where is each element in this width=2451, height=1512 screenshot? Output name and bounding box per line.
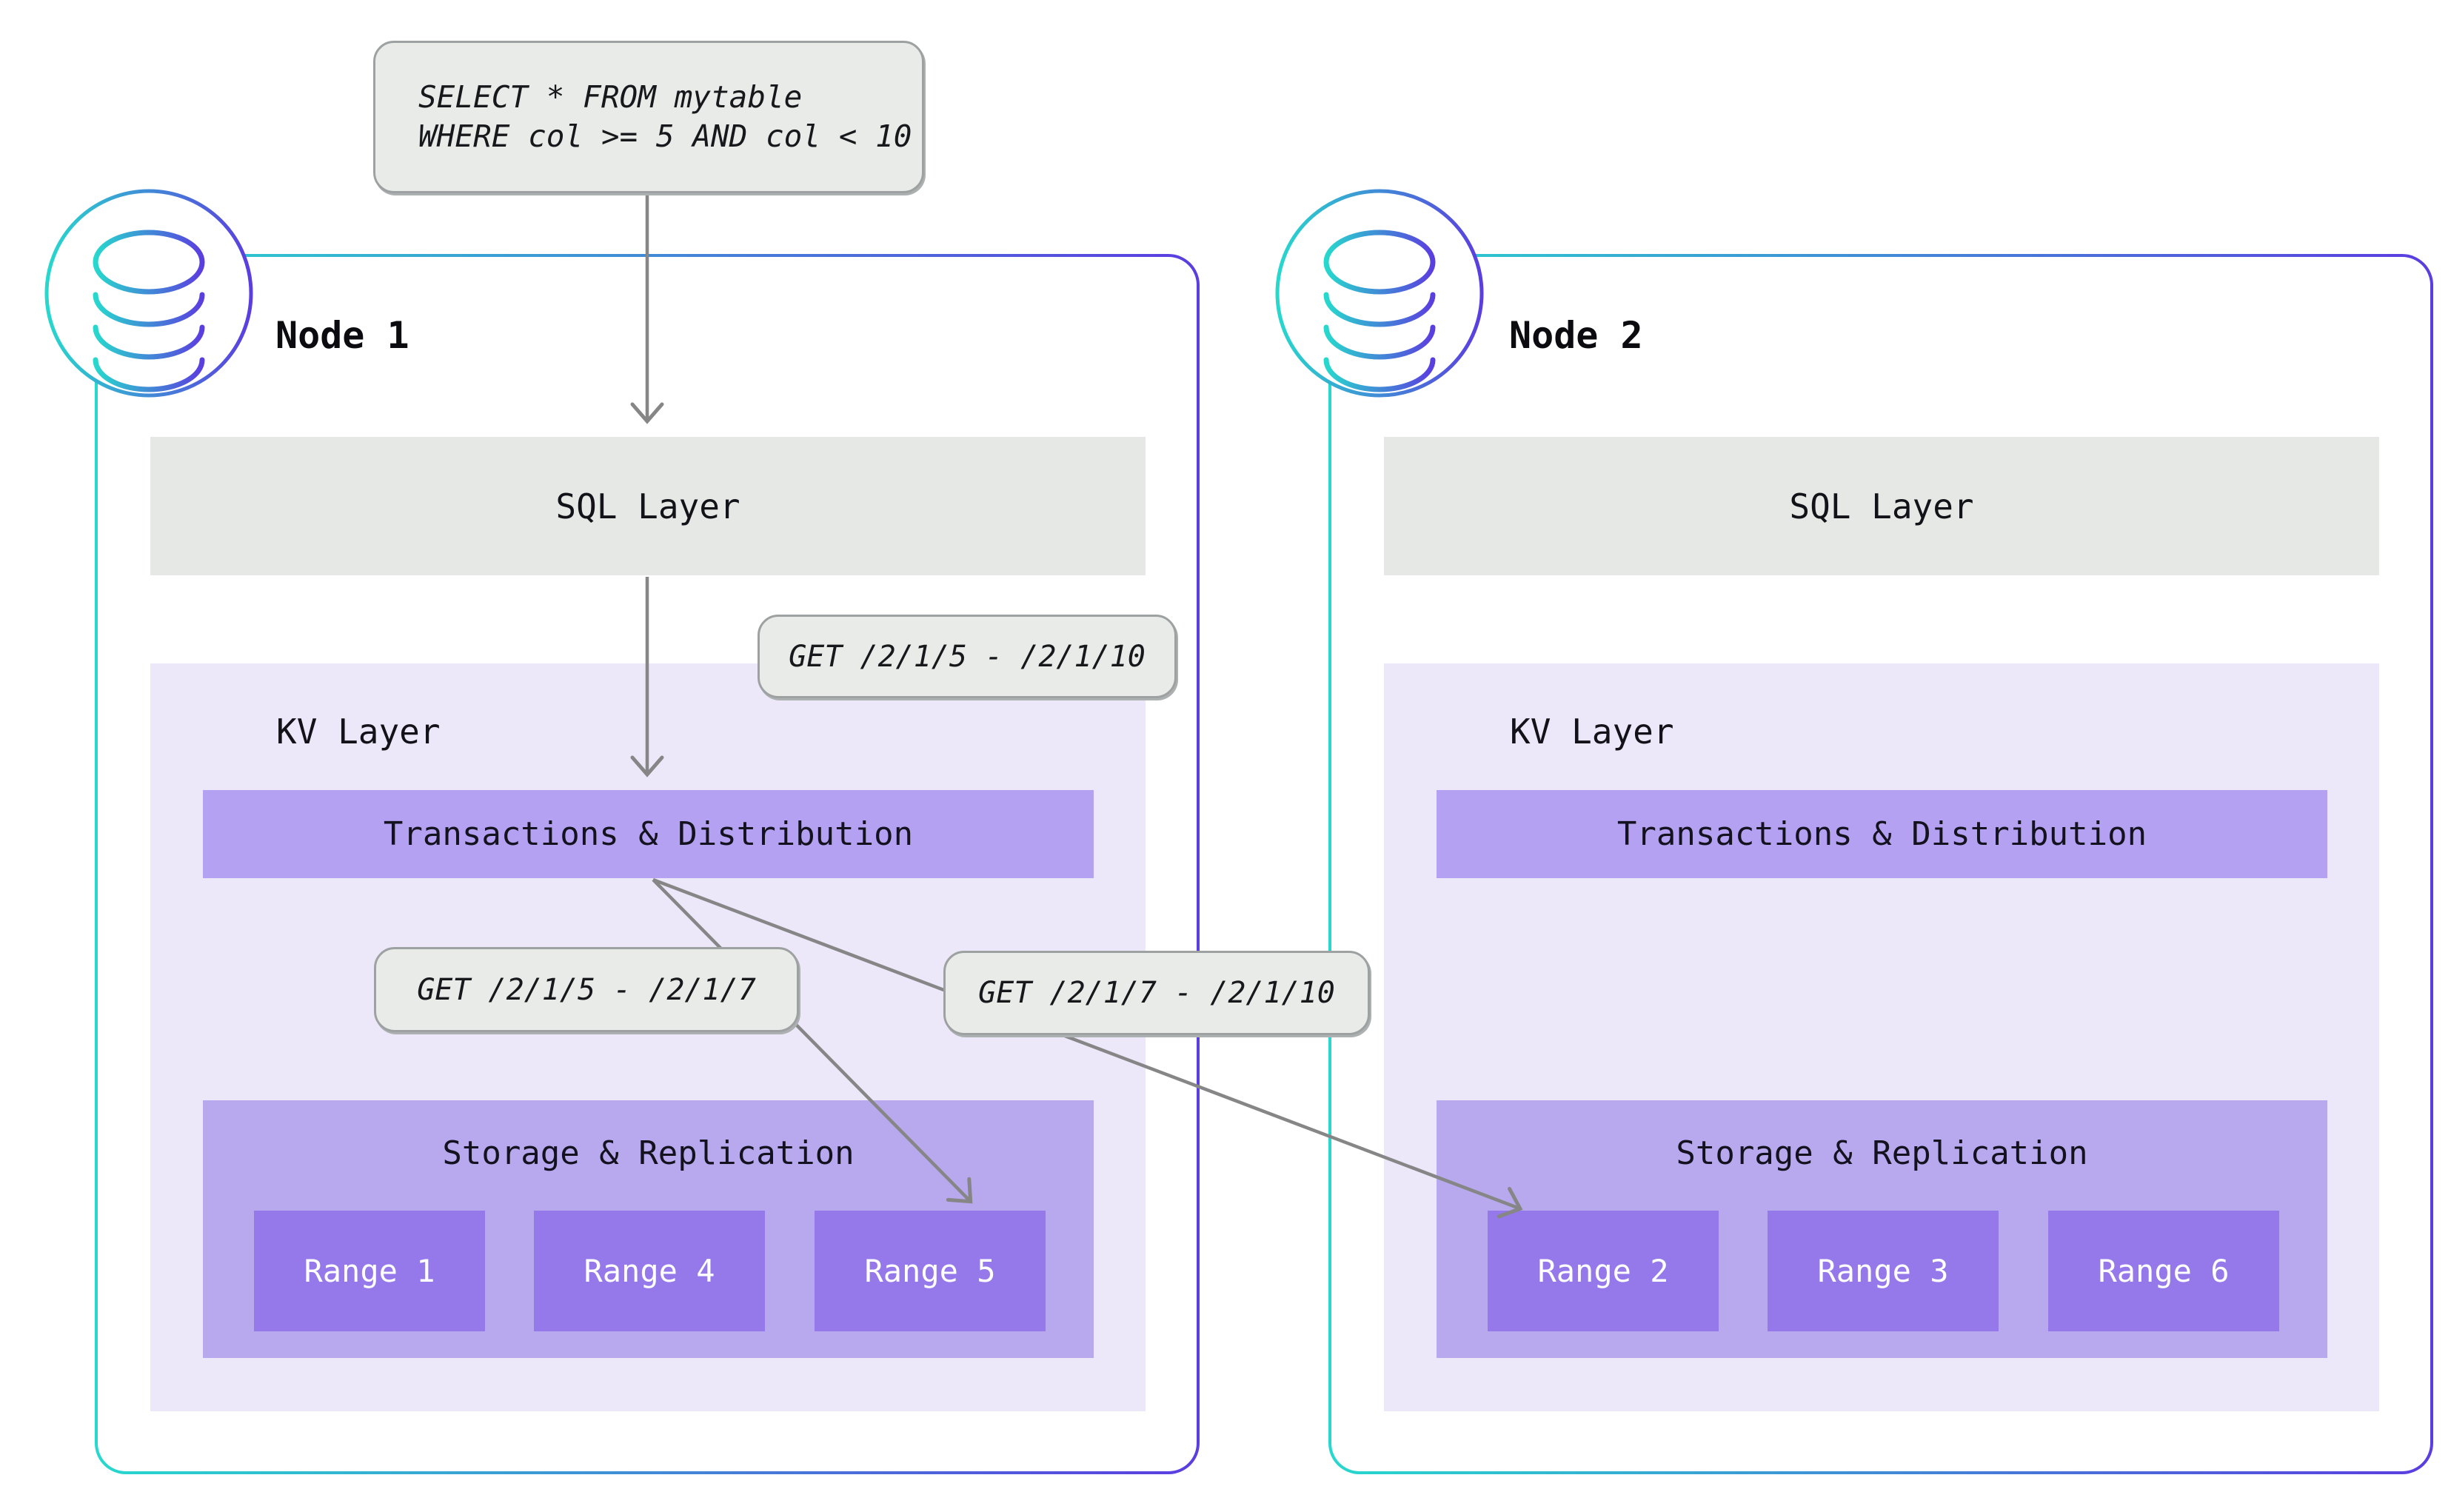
node-2-storage-replication: Storage & Replication Range 2 Range 3 Ra…: [1437, 1100, 2327, 1358]
sql-query-line-1: SELECT * FROM mytable: [418, 79, 803, 115]
node-2-title: Node 2: [1509, 314, 1643, 357]
node-1-range-5: Range 5: [815, 1211, 1046, 1331]
sql-query-bubble: SELECT * FROM mytable WHERE col >= 5 AND…: [373, 41, 924, 193]
get-request-right-split-label: GET /2/1/7 - /2/1/10: [943, 951, 1370, 1035]
node-1-title: Node 1: [275, 314, 409, 357]
node-1-storage-title: Storage & Replication: [442, 1134, 855, 1172]
database-icon: [44, 189, 253, 398]
node-1-kv-layer-label: KV Layer: [276, 712, 441, 752]
node-2-range-2: Range 2: [1488, 1211, 1719, 1331]
node-1-transactions-distribution: Transactions & Distribution: [203, 790, 1094, 878]
sql-query-line-2: WHERE col >= 5 AND col < 10: [418, 118, 912, 154]
node-1-range-4: Range 4: [534, 1211, 765, 1331]
node-2-transactions-distribution: Transactions & Distribution: [1437, 790, 2327, 878]
node-1-storage-replication: Storage & Replication Range 1 Range 4 Ra…: [203, 1100, 1094, 1358]
get-request-left-split-label: GET /2/1/5 - /2/1/7: [374, 947, 799, 1032]
node-1-range-1: Range 1: [254, 1211, 485, 1331]
get-request-full-range-label: GET /2/1/5 - /2/1/10: [758, 615, 1177, 698]
database-icon: [1275, 189, 1484, 398]
node-1-sql-layer: SQL Layer: [150, 437, 1146, 575]
node-2-range-6: Range 6: [2048, 1211, 2279, 1331]
node-2-range-3: Range 3: [1768, 1211, 1999, 1331]
node-2-kv-layer-label: KV Layer: [1510, 712, 1674, 752]
node-2-sql-layer: SQL Layer: [1384, 437, 2379, 575]
node-2-storage-title: Storage & Replication: [1676, 1134, 2088, 1172]
